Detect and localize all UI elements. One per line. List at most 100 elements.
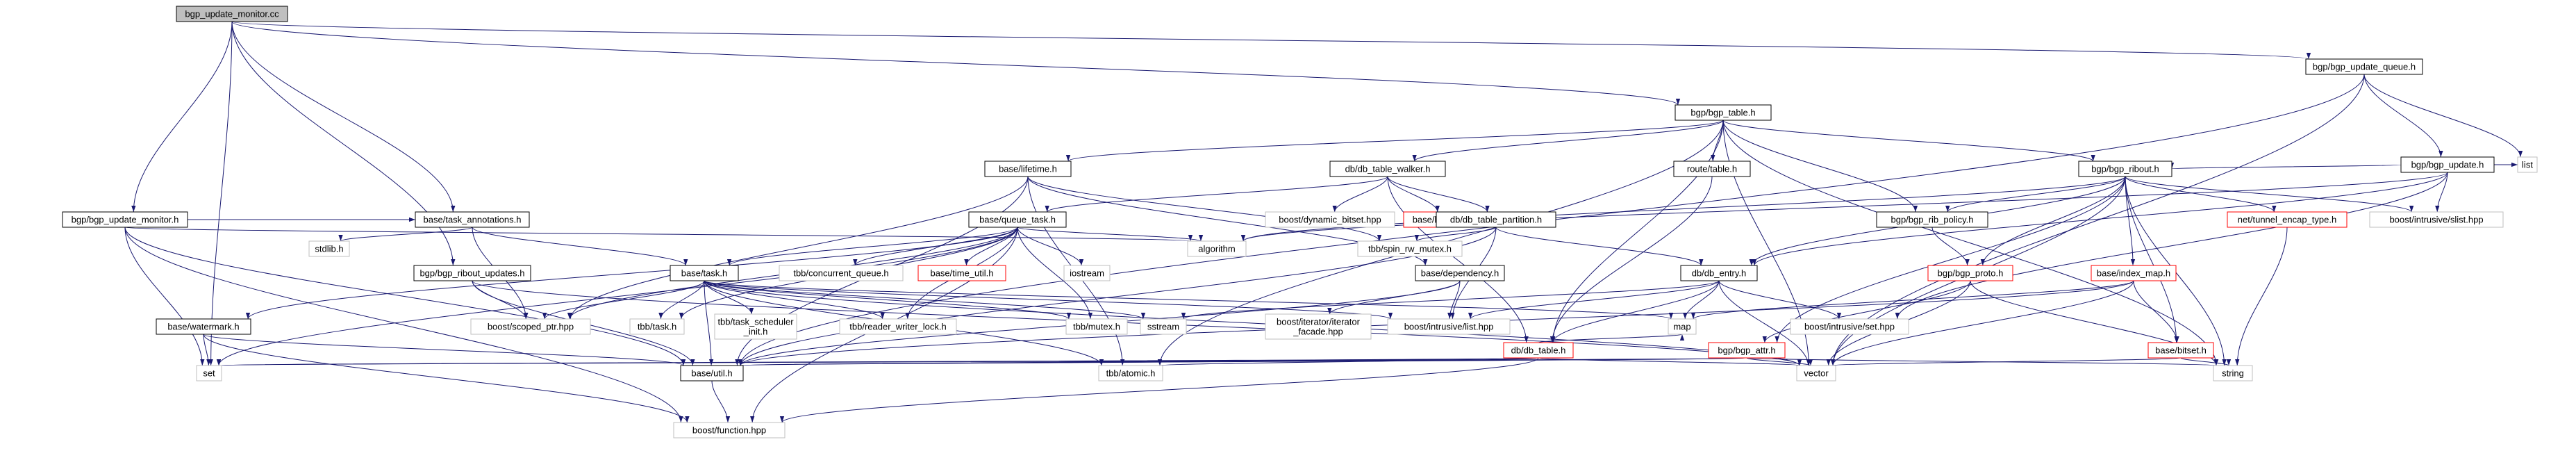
edge-root-to-ribupd bbox=[231, 21, 456, 266]
edge-dbtable-to-atomic bbox=[1158, 357, 1539, 366]
node-boost-intrusive-set-hpp: boost/intrusive/set.hpp bbox=[1790, 318, 1909, 335]
node-label: base/watermark.h bbox=[167, 322, 239, 332]
node-db-db-table-partition-h[interactable]: db/db_table_partition.h bbox=[1436, 211, 1556, 228]
node-box bbox=[714, 313, 797, 340]
node-bgp-bgp-update-monitor-h[interactable]: bgp/bgp_update_monitor.h bbox=[62, 211, 188, 228]
node-label: tbb/atomic.h bbox=[1106, 368, 1156, 379]
node-base-util-h[interactable]: base/util.h bbox=[680, 365, 744, 382]
node-label: boost/dynamic_bitset.hpp bbox=[1279, 215, 1381, 225]
node-box bbox=[2227, 211, 2348, 228]
node-bgp-bgp-ribout-h[interactable]: bgp/bgp_ribout.h bbox=[2078, 161, 2172, 177]
node-iostream: iostream bbox=[1063, 265, 1111, 281]
node-label: boost/function.hpp bbox=[692, 425, 766, 436]
edge-watermark-to-util bbox=[203, 334, 685, 366]
node-label: bgp/bgp_ribout_updates.h bbox=[419, 268, 524, 279]
edge-ribout-to-bitset bbox=[2125, 176, 2179, 343]
edge-upd-to-ribout bbox=[2170, 162, 2402, 170]
node-label: set bbox=[203, 368, 215, 379]
node-bgp-bgp-attr-h[interactable]: bgp/bgp_attr.h bbox=[1708, 342, 1786, 359]
node-label: bgp/bgp_rib_policy.h bbox=[1891, 215, 1973, 225]
edge-attr-to-set bbox=[218, 357, 1747, 366]
node-label: bgp/bgp_update.h bbox=[2411, 160, 2484, 170]
node-base-task-annotations-h[interactable]: base/task_annotations.h bbox=[415, 211, 530, 228]
node-box bbox=[1790, 318, 1909, 335]
edge-queuetask-to-task bbox=[727, 227, 1018, 266]
node-base-queue-task-h[interactable]: base/queue_task.h bbox=[968, 211, 1067, 228]
node-map: map bbox=[1668, 318, 1697, 335]
node-algorithm: algorithm bbox=[1187, 240, 1247, 257]
header-nodes: bgp_update_monitor.cc bgp/bgp_update_queu… bbox=[62, 6, 2538, 438]
node-bgp-update-monitor-cc[interactable]: bgp_update_monitor.cc bbox=[176, 6, 288, 22]
node-box bbox=[1680, 265, 1758, 281]
edge-queuetask-to-tbbmutex bbox=[1017, 227, 1093, 320]
edge-tbl-to-ribpolicy bbox=[1722, 120, 1918, 213]
node-box bbox=[1668, 318, 1697, 335]
node-box bbox=[2078, 161, 2172, 177]
edge-ribout-to-slist bbox=[2125, 176, 2414, 213]
node-bgp-bgp-update-queue-h[interactable]: bgp/bgp_update_queue.h bbox=[2305, 58, 2423, 75]
node-box bbox=[1063, 265, 1111, 281]
edge-mon-to-set bbox=[124, 227, 205, 366]
node-db-db-entry-h[interactable]: db/db_entry.h bbox=[1680, 265, 1758, 281]
edge-indexmap-to-bitset bbox=[2133, 280, 2179, 343]
node-box bbox=[2213, 365, 2253, 382]
node-label: base/time_util.h bbox=[930, 268, 993, 279]
edge-dbentry-to-sstream bbox=[1181, 280, 1720, 320]
node-set: set bbox=[196, 365, 222, 382]
node-tbb-concurrent-queue-h: tbb/concurrent_queue.h bbox=[779, 265, 904, 281]
node-box bbox=[1265, 313, 1372, 340]
node-db-db-table-walker-h[interactable]: db/db_table_walker.h bbox=[1329, 161, 1446, 177]
node-box bbox=[176, 6, 288, 22]
node-base-task-h[interactable]: base/task.h bbox=[670, 265, 739, 281]
node-bgp-bgp-table-h[interactable]: bgp/bgp_table.h bbox=[1675, 104, 1772, 121]
node-bgp-bgp-rib-policy-h[interactable]: bgp/bgp_rib_policy.h bbox=[1876, 211, 1988, 228]
edge-proto-to-attr bbox=[1762, 280, 1971, 343]
edge-queuetask-to-algorithm bbox=[1017, 227, 1203, 242]
node-label: stdlib.h bbox=[315, 244, 343, 254]
edge-task-to-util bbox=[704, 280, 714, 366]
node-bgp-bgp-ribout-updates-h[interactable]: bgp/bgp_ribout_updates.h bbox=[413, 265, 531, 281]
node-label: algorithm bbox=[1198, 244, 1235, 254]
edge-walker-to-queuetask bbox=[1045, 176, 1388, 213]
node-box bbox=[2305, 58, 2423, 75]
edge-upd-to-algorithm bbox=[1241, 172, 2448, 242]
node-box bbox=[1387, 318, 1511, 335]
node-bgp-bgp-proto-h[interactable]: bgp/bgp_proto.h bbox=[1927, 265, 2013, 281]
edge-root-to-set bbox=[208, 21, 233, 366]
node-box bbox=[1140, 318, 1187, 335]
node-label: sstream bbox=[1147, 322, 1179, 332]
node-db-db-table-h[interactable]: db/db_table.h bbox=[1503, 342, 1574, 359]
node-box bbox=[1876, 211, 1988, 228]
edge-dbentry-to-iset bbox=[1718, 280, 1842, 320]
node-label: bgp/bgp_table.h bbox=[1690, 108, 1755, 118]
edge-tbl-to-route bbox=[1711, 120, 1724, 162]
node-box bbox=[673, 422, 786, 438]
edge-tunnel-to-string bbox=[2235, 227, 2288, 366]
node-boost-iterator-iterator-facade-hpp: boost/iterator/iterator_facade.hpp bbox=[1265, 313, 1372, 340]
node-box bbox=[2147, 342, 2214, 359]
edge-dbentry-to-vector bbox=[1718, 280, 1811, 366]
node-box bbox=[984, 161, 1072, 177]
node-base-lifetime-h[interactable]: base/lifetime.h bbox=[984, 161, 1072, 177]
node-base-time-util-h[interactable]: base/time_util.h bbox=[917, 265, 1006, 281]
edge-upd-to-iset bbox=[1895, 172, 2448, 320]
node-net-tunnel-encap-type-h[interactable]: net/tunnel_encap_type.h bbox=[2227, 211, 2348, 228]
node-base-bitset-h[interactable]: base/bitset.h bbox=[2147, 342, 2214, 359]
node-label: _facade.hpp bbox=[1293, 327, 1343, 337]
edge-dbtable-to-function bbox=[780, 357, 1539, 423]
edge-attr-to-string bbox=[1746, 357, 2218, 366]
node-tbb-task-h: tbb/task.h bbox=[629, 318, 685, 335]
node-boost-dynamic-bitset-hpp: boost/dynamic_bitset.hpp bbox=[1265, 211, 1395, 228]
node-bgp-bgp-update-h[interactable]: bgp/bgp_update.h bbox=[2400, 156, 2495, 173]
node-base-watermark-h[interactable]: base/watermark.h bbox=[156, 318, 251, 335]
node-label: base/queue_task.h bbox=[979, 215, 1056, 225]
edge-dbentry-to-dbtable bbox=[1550, 280, 1720, 343]
node-base-dependency-h[interactable]: base/dependency.h bbox=[1415, 265, 1505, 281]
node-route-table-h[interactable]: route/table.h bbox=[1673, 161, 1751, 177]
node-base-index-map-h[interactable]: base/index_map.h bbox=[2091, 265, 2177, 281]
edge-partition-to-spinrw bbox=[1414, 227, 1497, 242]
node-box bbox=[1436, 211, 1556, 228]
edge-task-to-tbbmutex bbox=[704, 280, 1071, 320]
node-label: boost/intrusive/slist.hpp bbox=[2389, 215, 2483, 225]
